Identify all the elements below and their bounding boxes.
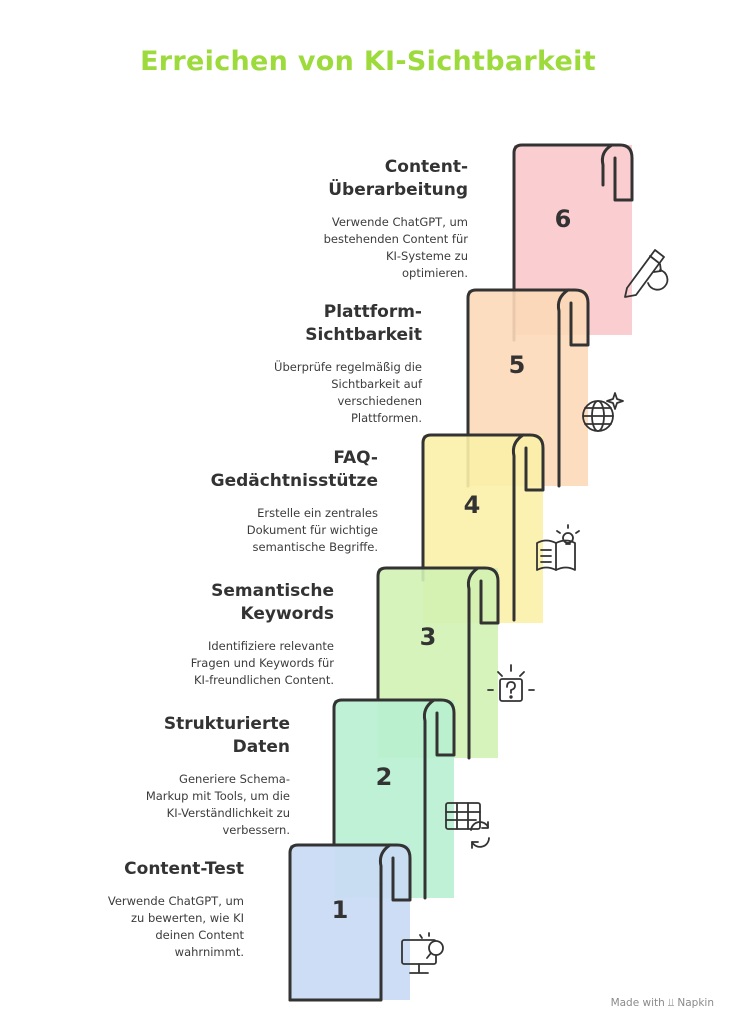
step-6-heading: Content- Überarbeitung [328, 157, 468, 200]
step-5-heading: Plattform- Sichtbarkeit [305, 302, 422, 345]
footer-brand: Napkin [677, 997, 714, 1009]
step-1-number: 1 [332, 896, 349, 924]
step-2-number: 2 [376, 763, 393, 791]
footer-made-with: Made with [610, 997, 665, 1009]
pencil-refresh-icon [624, 249, 669, 298]
step-2-text: Strukturierte Daten Generiere Schema- Ma… [80, 713, 290, 839]
step-3-description: Identifiziere relevante Fragen und Keywo… [190, 639, 334, 687]
step-1-heading: Content-Test [124, 859, 244, 879]
page-title: Erreichen von KI-Sichtbarkeit [140, 46, 596, 77]
step-3-text: Semantische Keywords Identifiziere relev… [120, 580, 334, 689]
monitor-search-icon [401, 932, 444, 974]
step-6-text: Content- Überarbeitung Verwende ChatGPT,… [260, 156, 468, 282]
step-1-description: Verwende ChatGPT, um zu bewerten, wie KI… [107, 894, 244, 959]
step-3-number: 3 [420, 623, 437, 651]
step-6-description: Verwende ChatGPT, um bestehenden Content… [323, 215, 468, 280]
step-4-number: 4 [464, 491, 481, 519]
step-5-number: 5 [509, 351, 526, 379]
step-4-text: FAQ- Gedächtnisstütze Erstelle ein zentr… [160, 447, 378, 556]
step-5-text: Plattform- Sichtbarkeit Überprüfe regelm… [200, 301, 422, 427]
table-refresh-icon [445, 802, 490, 849]
step-2-description: Generiere Schema- Markup mit Tools, um d… [145, 772, 290, 837]
globe-sparkle-icon [582, 392, 624, 432]
book-lightbulb-icon [536, 524, 580, 571]
step-2-heading: Strukturierte Daten [163, 714, 290, 757]
step-1-text: Content-Test Verwende ChatGPT, um zu bew… [40, 858, 244, 961]
step-4-heading: FAQ- Gedächtnisstütze [210, 448, 378, 491]
step-5-description: Überprüfe regelmäßig die Sichtbarkeit au… [274, 360, 422, 425]
step-3-heading: Semantische Keywords [211, 581, 334, 624]
step-1-fill [290, 845, 410, 1000]
step-6-number: 6 [555, 205, 572, 233]
step-4-description: Erstelle ein zentrales Dokument für wich… [246, 506, 378, 554]
step-1-scroll [288, 843, 412, 1002]
footer-credit: Made with ⫫ Napkin [611, 997, 714, 1010]
question-spark-icon [487, 664, 535, 702]
napkin-logo-icon: ⫫ [668, 997, 675, 1009]
